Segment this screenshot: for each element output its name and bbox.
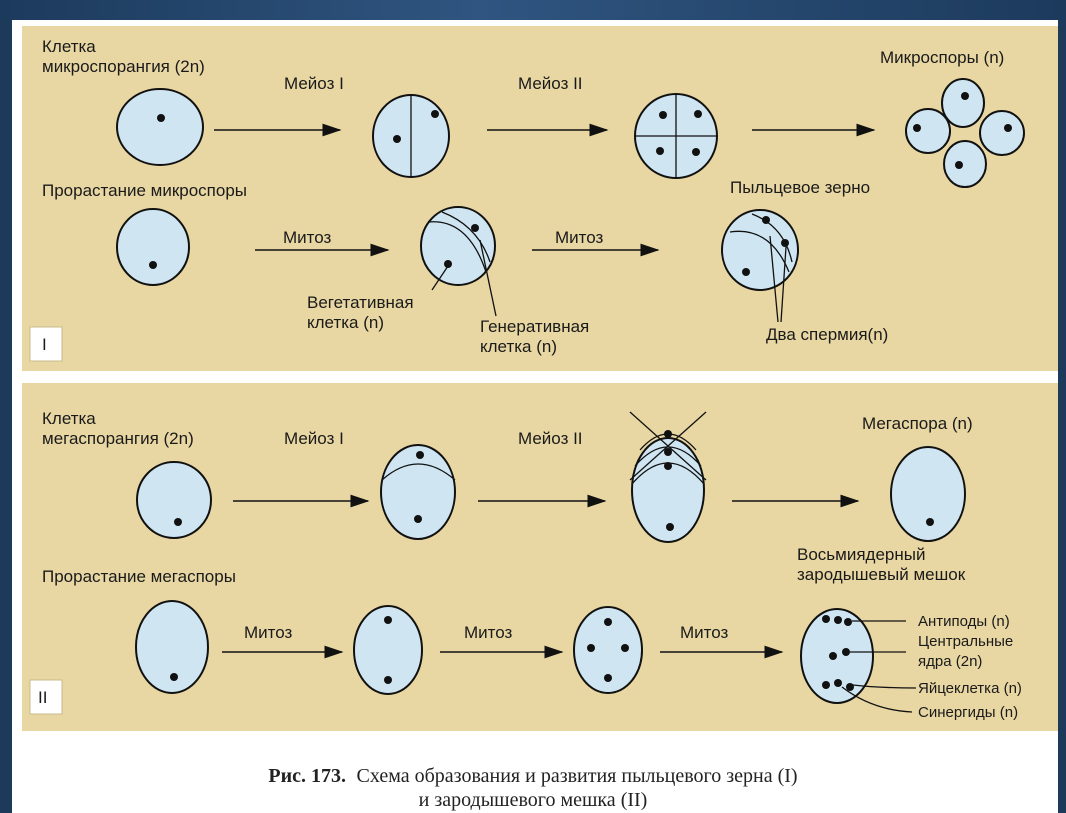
pollen-grain-cell — [722, 210, 798, 290]
microspore-germination-label: Прорастание микроспоры — [42, 181, 247, 200]
eight-nucleate-sac — [801, 609, 873, 703]
microsporangium-cell — [117, 89, 203, 165]
megasporangium-cell-label-2: мегаспорангия (2n) — [42, 429, 194, 448]
svg-text:I: I — [42, 335, 47, 354]
megaspore-tetrad — [630, 412, 706, 542]
mitosis-b-label-2: Митоз — [464, 623, 513, 642]
pollen-grain-label: Пыльцевое зерно — [730, 178, 870, 197]
svg-text:II: II — [38, 688, 47, 707]
generative-cell-label-2: клетка (n) — [480, 337, 557, 356]
microspore-cell — [117, 209, 189, 285]
synergids-label: Синергиды (n) — [918, 704, 1018, 721]
central-nuclei-label-2: ядра (2n) — [918, 653, 982, 670]
embryo-sac-label-2: зародышевый мешок — [797, 565, 966, 584]
mitosis-b-label: Митоз — [555, 228, 604, 247]
panel2-badge: II — [30, 680, 62, 714]
two-sperms-label: Два спермия(n) — [766, 325, 888, 344]
mitosis-a-label-2: Митоз — [244, 623, 293, 642]
panel1-badge: I — [30, 327, 62, 361]
microspores-label: Микроспоры (n) — [880, 48, 1004, 67]
two-celled-pollen — [421, 207, 495, 285]
meiosis2-label: Мейоз II — [518, 74, 583, 93]
meiosis2-label-2: Мейоз II — [518, 429, 583, 448]
egg-cell-label: Яйцеклетка (n) — [918, 680, 1022, 697]
vegetative-cell-label-2: клетка (n) — [307, 313, 384, 332]
megasporangium-cell — [137, 462, 211, 538]
central-nuclei-label: Центральные — [918, 633, 1013, 650]
megaspore-cell — [891, 447, 965, 541]
germinating-megaspore — [136, 601, 208, 693]
megaspore-label: Мегаспора (n) — [862, 414, 973, 433]
mitosis-c-label-2: Митоз — [680, 623, 729, 642]
microspores-group — [906, 79, 1024, 187]
microsporangium-cell-label-2: микроспорангия (2n) — [42, 57, 205, 76]
antipodes-label: Антиподы (n) — [918, 613, 1010, 630]
meiosis1-label-2: Мейоз I — [284, 429, 344, 448]
meiosis1-label: Мейоз I — [284, 74, 344, 93]
mitosis-a-label: Митоз — [283, 228, 332, 247]
embryo-sac-label: Восьмиядерный — [797, 545, 925, 564]
four-nucleate-sac — [574, 607, 642, 693]
vegetative-cell-label: Вегетативная — [307, 293, 414, 312]
generative-cell-label: Генеративная — [480, 317, 589, 336]
megaspore-germination-label: Прорастание мегаспоры — [42, 567, 236, 586]
figure-caption-line2: и зародышевого мешка (II) — [419, 789, 648, 811]
dyad-cell — [373, 95, 449, 177]
megaspore-dyad — [381, 445, 455, 539]
figure-caption-line1: Рис. 173. Схема образования и развития п… — [268, 765, 797, 787]
two-nucleate-sac — [354, 606, 422, 694]
megasporangium-cell-label: Клетка — [42, 409, 96, 428]
tetrad-cell — [635, 94, 717, 178]
microsporangium-cell-label: Клетка — [42, 37, 96, 56]
